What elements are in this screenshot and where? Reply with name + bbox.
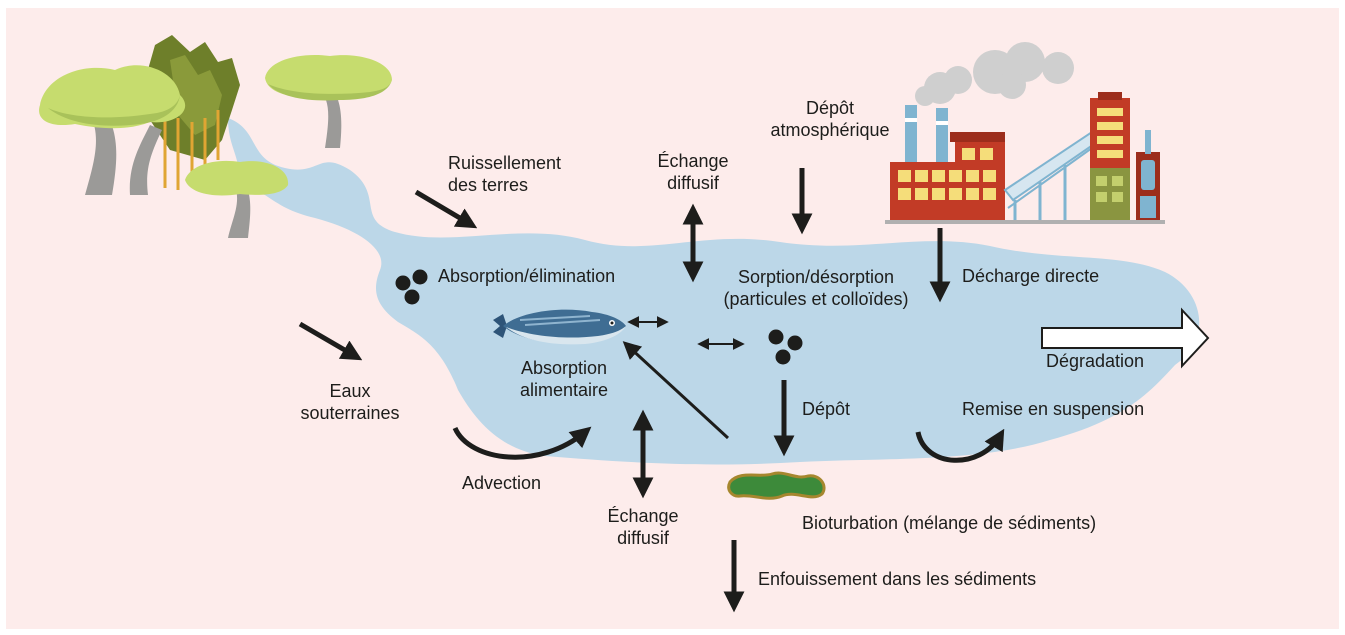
resuspension-arrow bbox=[915, 428, 1005, 463]
factory-icon bbox=[885, 92, 1165, 224]
particles-icon bbox=[395, 269, 428, 305]
bioturbation-label: Bioturbation (mélange de sédiments) bbox=[802, 513, 1097, 533]
runoff-arrow bbox=[414, 189, 478, 229]
degradation-label: Dégradation bbox=[1046, 351, 1145, 371]
sediment-icon bbox=[727, 471, 826, 500]
water-body bbox=[228, 118, 1200, 465]
sorption-desorption-label: Sorption/désorption(particules et colloï… bbox=[723, 267, 909, 309]
smoke-icon bbox=[915, 42, 1074, 106]
direct-discharge-label: Décharge directe bbox=[962, 266, 1100, 286]
particles-icon bbox=[768, 329, 803, 365]
degradation-arrow bbox=[1041, 307, 1210, 369]
absorption-elimination-label: Absorption/élimination bbox=[438, 266, 616, 286]
food-absorption-arrow bbox=[622, 341, 730, 440]
groundwater-arrow bbox=[298, 321, 363, 361]
forest-icon bbox=[39, 35, 392, 238]
advection-label: Advection bbox=[462, 473, 542, 493]
fish-icon bbox=[493, 309, 626, 345]
deposit-label: Dépôt bbox=[802, 399, 851, 419]
resuspension-label: Remise en suspension bbox=[962, 399, 1145, 419]
burial-label: Enfouissement dans les sédiments bbox=[758, 569, 1037, 589]
advection-arrow bbox=[452, 426, 592, 460]
